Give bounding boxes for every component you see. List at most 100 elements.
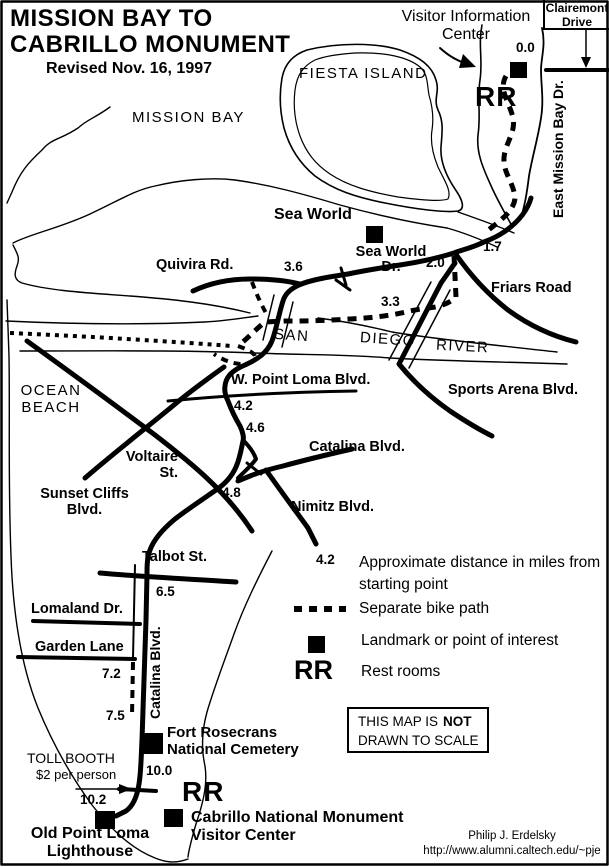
road-garden-lane [16,655,137,661]
mile-marker-3-6: 3.6 [284,259,303,274]
clairemont-drive-box: Clairemont Drive [543,0,609,30]
shoreline-east-mission-bay [519,27,545,221]
credit-author: Philip J. Erdelsky [468,830,556,842]
mile-marker-10-0: 10.0 [146,763,173,778]
bike-path-river-east [236,255,459,348]
bridge-rail-east-1 [388,281,432,361]
credit-url: http://www.alumni.caltech.edu/~pje [423,844,601,857]
label-river-san: SAN [273,325,310,346]
road-catalina-parallel [132,564,136,659]
label-cabrillo-visitor-center: Cabrillo National Monument Visitor Cente… [191,809,404,844]
label-old-point-loma-lighthouse: Old Point Loma Lighthouse [30,825,150,860]
coastline-ocean-west [6,299,189,863]
landmark-old-point-loma-lighthouse [95,811,115,829]
bike-path-river-west [9,331,233,348]
legend-landmark-sample [308,636,325,653]
mile-marker-4-2: 4.2 [234,398,253,413]
visitor-info-arrowhead [459,54,476,68]
label-catalina-blvd-upper: Catalina Blvd. [309,439,405,455]
label-river-river: RIVER [435,336,490,357]
label-quivira-rd: Quivira Rd. [156,257,234,273]
label-sea-world-dr: Sea World Dr. [355,244,427,276]
revision-date: Revised Nov. 16, 1997 [46,60,213,77]
mile-marker-0-0: 0.0 [516,40,535,55]
landmark-visitor-information-center [510,62,527,78]
bridge-rail-west-2 [281,301,294,348]
mile-marker-4-6: 4.6 [246,420,265,435]
bike-path-catalina-side [130,661,135,717]
mile-marker-1-7: 1.7 [483,239,502,254]
label-sports-arena-blvd: Sports Arena Blvd. [448,382,578,398]
road-sports-arena [396,260,495,439]
label-nimitz-blvd: Nimitz Blvd. [291,499,374,515]
visitor-info-arrow [439,47,465,64]
tick-sea-world-dr-2 [334,278,352,292]
fiesta-channel-line-a [457,211,515,234]
label-sunset-cliffs-blvd: Sunset Cliffs Blvd. [40,486,129,518]
scale-note-line2: DRAWN TO SCALE [358,732,479,748]
fiesta-channel-line-b [446,227,498,248]
label-ocean-beach: OCEAN BEACH [20,382,82,417]
legend-rr-sample: RR [294,655,333,685]
river-north-bank-west [5,315,259,325]
label-east-mission-bay-dr: East Mission Bay Dr. [550,80,566,218]
label-catalina-blvd-vertical: Catalina Blvd. [147,626,163,719]
road-lomaland [31,619,142,626]
mile-marker-3-3: 3.3 [381,294,400,309]
not-to-scale-box: THIS MAP IS NOT DRAWN TO SCALE [347,707,489,753]
bike-path-east-mission-bay [484,74,518,234]
mile-marker-7-2: 7.2 [102,666,121,681]
shoreline-mission-bay-south [12,178,448,244]
label-mission-bay: MISSION BAY [132,109,245,126]
mile-marker-7-5: 7.5 [106,708,125,723]
landmark-fort-rosecrans [142,733,163,754]
shoreline-visitor-strip-west [476,24,513,227]
legend-distance-text: Approximate distance in miles from start… [359,554,601,593]
mile-marker-2-0: 2.0 [426,255,445,270]
bike-path-bridge-loop [212,344,258,366]
shoreline-quivira-channel [12,244,251,314]
road-sunset-cliffs-diagonal [82,364,227,481]
bike-route-main [113,195,534,819]
scale-note-line1: THIS MAP IS [358,714,439,729]
clairemont-arrowhead [581,57,591,68]
restrooms-rr-visitor-center: RR [475,81,518,112]
credits: Philip J. Erdelsky http://www.alumni.cal… [418,829,606,859]
mile-marker-10-2: 10.2 [80,792,107,807]
landmark-sea-world [366,226,383,243]
toll-booth-arrowhead [119,784,132,794]
fiesta-island-outer-outline [279,43,464,213]
label-garden-lane: Garden Lane [35,639,124,655]
label-voltaire-st: Voltaire St. [125,449,178,481]
label-lomaland-dr: Lomaland Dr. [31,601,123,617]
label-friars-road: Friars Road [491,280,572,296]
road-talbot [97,570,239,585]
label-toll-booth: TOLL BOOTH [27,750,115,766]
road-catalina-fork-arm [236,438,258,480]
road-nimitz [263,467,319,547]
fiesta-island-inner-outline [293,52,450,202]
restrooms-rr-cabrillo: RR [182,776,225,807]
label-visitor-information-center: Visitor Information Center [401,8,531,43]
mile-marker-6-5: 6.5 [156,584,175,599]
label-w-point-loma-blvd: W. Point Loma Blvd. [231,372,371,388]
landmark-cabrillo-visitor-center [164,809,183,827]
road-friars [452,250,579,345]
page-title-line2: CABRILLO MONUMENT [10,31,291,58]
coastline-bay-east [187,550,273,858]
legend-bike-path-text: Separate bike path [359,600,490,617]
label-toll-price: $2 per person [36,767,117,782]
bike-path-quivira-connector [250,281,268,314]
road-quivira [190,276,303,294]
scale-note-not: NOT [443,714,472,729]
bridge-rail-west-1 [262,294,275,341]
mile-marker-4-8: 4.8 [222,485,241,500]
legend-landmark-text: Landmark or point of interest [361,632,559,649]
label-fort-rosecrans: Fort Rosecrans National Cemetery [167,724,299,758]
legend-distance-sample: 4.2 [316,552,335,567]
label-sea-world: Sea World [274,206,352,223]
tick-catalina [245,461,263,476]
